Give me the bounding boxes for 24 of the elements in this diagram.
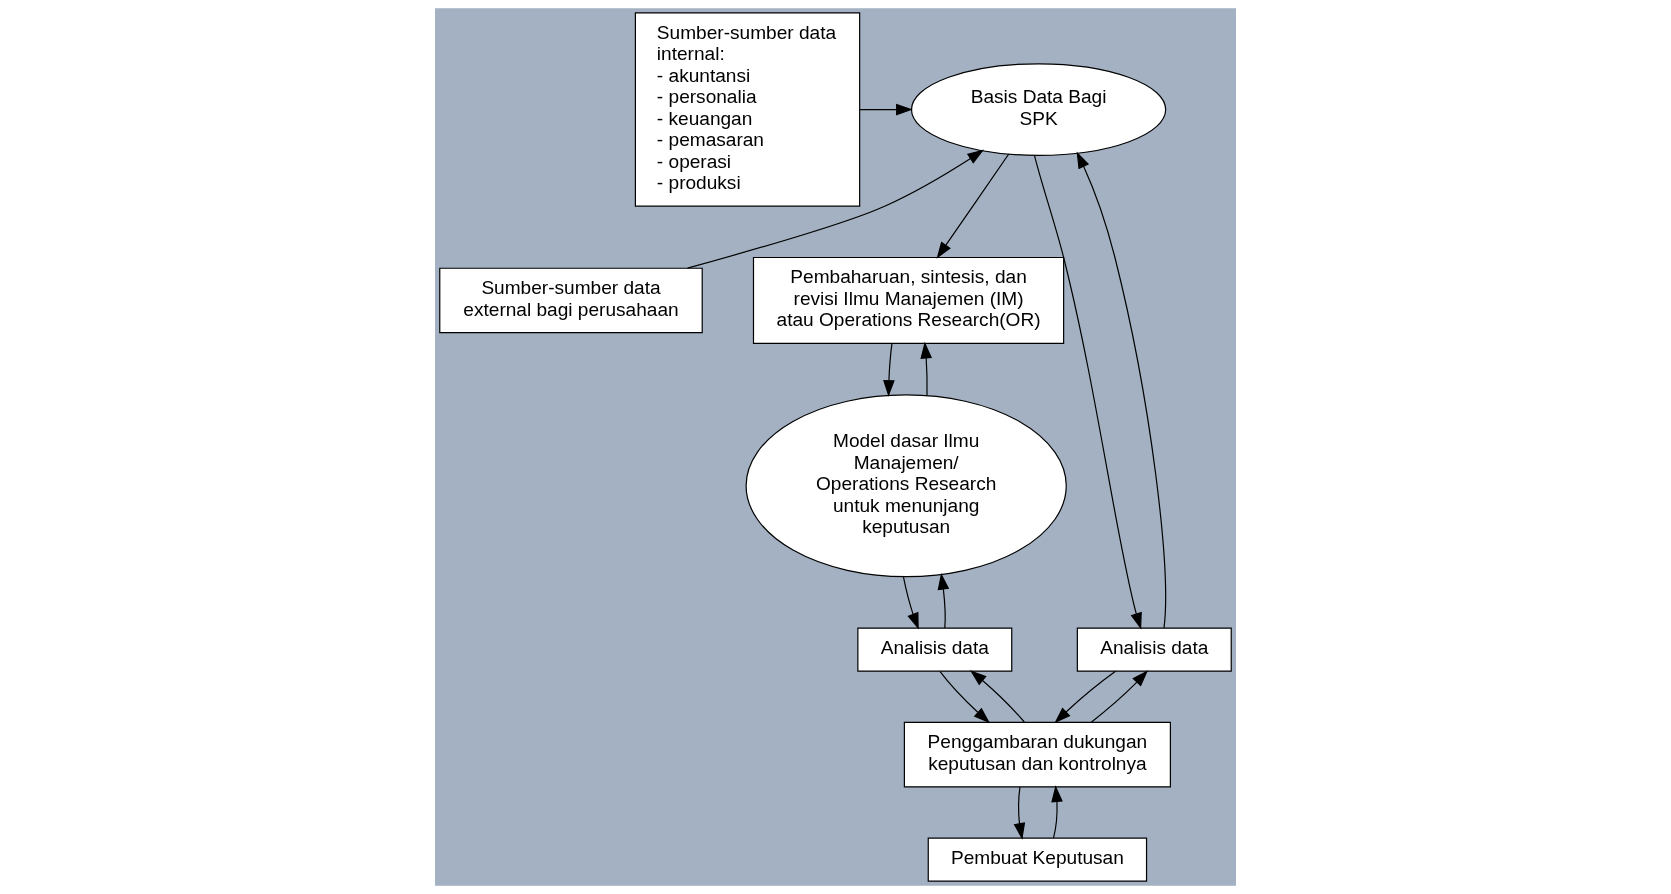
arrow — [1013, 786, 1026, 840]
node-box: Analisis data — [857, 627, 1013, 672]
node-box: Penggambaran dukungan keputusan dan kontrolnya — [903, 721, 1171, 788]
arrow — [1033, 154, 1142, 630]
arrow — [1076, 151, 1167, 629]
arrow — [936, 153, 1010, 259]
node-ellipse: Basis Data Bagi SPK — [910, 63, 1167, 156]
arrow — [1051, 785, 1063, 839]
arrow — [1054, 670, 1117, 724]
arrow — [902, 576, 919, 630]
arrow — [920, 341, 932, 397]
arrow — [686, 149, 984, 269]
node-box: Pembuat Keputusan — [927, 837, 1148, 882]
arrow — [970, 670, 1025, 723]
arrow — [937, 573, 950, 629]
arrow — [939, 671, 991, 724]
node-box: Analisis data — [1076, 627, 1232, 672]
node-ellipse: Model dasar Ilmu Manajemen/ Operations Research untuk menunjang keputusan — [745, 394, 1067, 578]
arrow — [1090, 670, 1149, 723]
arrow — [859, 103, 913, 116]
node-box: Pembaharuan, sintesis, dan revisi Ilmu Manajemen (IM) atau Operations Research(OR) — [752, 256, 1065, 344]
arrow — [883, 343, 895, 397]
node-box: Sumber-sumber data external bagi perusahaan — [439, 267, 703, 334]
node-box: Sumber-sumber data internal: - akuntansi - personalia - keuangan - pemasaran - operasi - produksi — [634, 12, 861, 207]
